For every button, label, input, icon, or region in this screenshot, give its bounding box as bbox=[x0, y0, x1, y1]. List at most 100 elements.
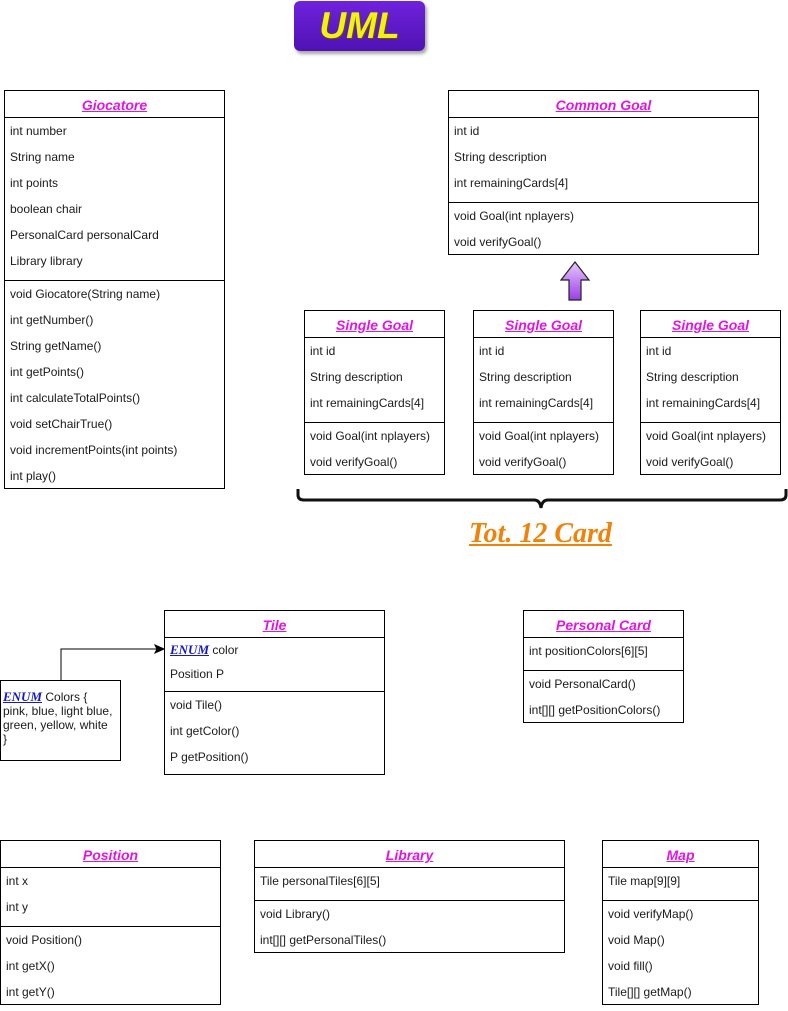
method: void Giocatore(String name) bbox=[10, 287, 161, 301]
method: void Position() bbox=[6, 933, 83, 947]
method: void verifyGoal() bbox=[454, 235, 542, 249]
enum-association-arrowhead bbox=[153, 643, 166, 655]
method: void Goal(int nplayers) bbox=[646, 429, 767, 443]
method: void setChairTrue() bbox=[10, 417, 113, 431]
enum-association-line bbox=[60, 648, 158, 680]
attribute: int id bbox=[454, 124, 480, 138]
method: int getColor() bbox=[170, 724, 240, 738]
enum-name: Colors { bbox=[42, 690, 88, 704]
attributes-section: ENUM color Position P bbox=[165, 638, 384, 691]
class-title: Single Goal bbox=[641, 311, 780, 338]
method: void verifyMap() bbox=[608, 907, 694, 921]
methods-section: void verifyMap() void Map() void fill() … bbox=[603, 900, 758, 1011]
attribute: Position P bbox=[170, 667, 225, 681]
methods-section: void Library() int[][] getPersonalTiles(… bbox=[255, 900, 564, 959]
method: void Tile() bbox=[170, 698, 223, 712]
class-giocatore: Giocatore int number String name int poi… bbox=[4, 90, 225, 489]
attributes-section: int positionColors[6][5] bbox=[524, 638, 683, 670]
attribute: PersonalCard personalCard bbox=[10, 228, 159, 242]
method: int play() bbox=[10, 469, 57, 483]
method: int[][] getPositionColors() bbox=[529, 703, 661, 717]
inheritance-arrow bbox=[559, 261, 591, 301]
method: void Map() bbox=[608, 933, 665, 947]
attribute: boolean chair bbox=[10, 202, 83, 216]
attributes-section: int number String name int points boolea… bbox=[5, 118, 224, 280]
class-title: Tile bbox=[165, 611, 384, 638]
attributes-section: int id String description int remainingC… bbox=[449, 118, 758, 202]
class-title: Position bbox=[1, 841, 220, 868]
method: int getNumber() bbox=[10, 313, 94, 327]
attribute: String description bbox=[479, 370, 572, 384]
methods-section: void Position() int getX() int getY() bbox=[1, 926, 220, 1011]
method: int getY() bbox=[6, 985, 55, 999]
methods-section: void Goal(int nplayers) void verifyGoal(… bbox=[641, 422, 780, 481]
method: void fill() bbox=[608, 959, 653, 973]
methods-section: void Goal(int nplayers) void verifyGoal(… bbox=[449, 202, 758, 261]
attributes-section: int id String description int remainingC… bbox=[474, 338, 613, 422]
attribute: int positionColors[6][5] bbox=[529, 644, 648, 658]
enum-colors-line: ENUM Colors { bbox=[3, 689, 120, 705]
attributes-section: int id String description int remainingC… bbox=[305, 338, 444, 422]
method: String getName() bbox=[10, 339, 102, 353]
attributes-section: int id String description int remainingC… bbox=[641, 338, 780, 422]
attribute: int points bbox=[10, 176, 59, 190]
attribute: int x bbox=[6, 874, 29, 888]
class-single-goal-1: Single Goal int id String description in… bbox=[304, 310, 445, 475]
class-common-goal: Common Goal int id String description in… bbox=[448, 90, 759, 255]
method: int[][] getPersonalTiles() bbox=[260, 933, 387, 947]
method: void verifyGoal() bbox=[479, 455, 567, 469]
enum-values-line: pink, blue, light blue, bbox=[3, 704, 113, 718]
attribute: int id bbox=[310, 344, 336, 358]
curly-brace bbox=[296, 489, 788, 509]
method: void Library() bbox=[260, 907, 331, 921]
methods-section: void Giocatore(String name) int getNumbe… bbox=[5, 280, 224, 495]
attribute: int remainingCards[4] bbox=[310, 396, 425, 410]
method: P getPosition() bbox=[170, 750, 249, 764]
method: int getX() bbox=[6, 959, 55, 973]
attribute: int id bbox=[479, 344, 505, 358]
method: int calculateTotalPoints() bbox=[10, 391, 141, 405]
enum-keyword: ENUM bbox=[170, 642, 210, 657]
attribute: Tile personalTiles[6][5] bbox=[260, 874, 380, 888]
methods-section: void Goal(int nplayers) void verifyGoal(… bbox=[474, 422, 613, 481]
attribute: int number bbox=[10, 124, 67, 138]
attribute: int remainingCards[4] bbox=[454, 176, 569, 190]
enum-values-line: green, yellow, white bbox=[3, 718, 108, 732]
uml-title-badge: UML bbox=[294, 1, 425, 51]
attribute: ENUM color bbox=[165, 641, 384, 665]
attributes-section: Tile personalTiles[6][5] bbox=[255, 868, 564, 900]
class-title: Single Goal bbox=[474, 311, 613, 338]
methods-section: void Goal(int nplayers) void verifyGoal(… bbox=[305, 422, 444, 481]
methods-section: void Tile() int getColor() P getPosition… bbox=[165, 691, 384, 776]
class-title: Personal Card bbox=[524, 611, 683, 638]
method: void Goal(int nplayers) bbox=[454, 209, 575, 223]
enum-close-line: } bbox=[3, 732, 8, 746]
class-map: Map Tile map[9][9] void verifyMap() void… bbox=[602, 840, 759, 1005]
attribute: Library library bbox=[10, 254, 83, 268]
class-personal-card: Personal Card int positionColors[6][5] v… bbox=[523, 610, 684, 723]
attribute: Tile map[9][9] bbox=[608, 874, 681, 888]
attribute: String description bbox=[310, 370, 403, 384]
attribute: int y bbox=[6, 900, 29, 914]
class-title: Library bbox=[255, 841, 564, 868]
method: int getPoints() bbox=[10, 365, 85, 379]
attribute-rest: color bbox=[209, 643, 239, 657]
total-cards-label: Tot. 12 Card bbox=[469, 518, 612, 549]
attribute: int id bbox=[646, 344, 672, 358]
attribute: int remainingCards[4] bbox=[646, 396, 761, 410]
class-library: Library Tile personalTiles[6][5] void Li… bbox=[254, 840, 565, 953]
attribute: String description bbox=[646, 370, 739, 384]
attribute: String description bbox=[454, 150, 547, 164]
attribute: int remainingCards[4] bbox=[479, 396, 594, 410]
attribute: String name bbox=[10, 150, 75, 164]
attributes-section: Tile map[9][9] bbox=[603, 868, 758, 900]
class-single-goal-2: Single Goal int id String description in… bbox=[473, 310, 614, 475]
attributes-section: int x int y bbox=[1, 868, 220, 926]
class-title: Common Goal bbox=[449, 91, 758, 118]
class-title: Single Goal bbox=[305, 311, 444, 338]
method: void verifyGoal() bbox=[310, 455, 398, 469]
enum-colors-box: ENUM Colors { pink, blue, light blue, gr… bbox=[0, 680, 121, 761]
enum-keyword: ENUM bbox=[3, 689, 43, 704]
method: void Goal(int nplayers) bbox=[310, 429, 431, 443]
method: void incrementPoints(int points) bbox=[10, 443, 178, 457]
